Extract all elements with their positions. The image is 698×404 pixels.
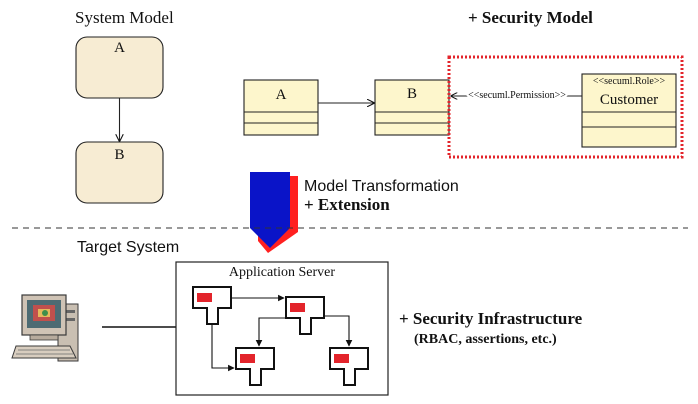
state-a-label: A (114, 40, 125, 56)
security-infrastructure-detail: (RBAC, assertions, etc.) (414, 332, 557, 347)
component-connectors (211, 294, 353, 372)
target-system-title: Target System (77, 239, 179, 256)
transformation-extension-label: + Extension (304, 195, 390, 214)
application-server-label: Application Server (229, 265, 335, 280)
security-infrastructure-label: + Security Infrastructure (399, 309, 583, 328)
class-b: B (374, 79, 450, 136)
transformation-label: Model Transformation (304, 178, 459, 195)
security-extension-boundary (447, 55, 684, 159)
role-stereotype: <<secuml.Role>> (593, 76, 666, 87)
system-model-title: System Model (75, 8, 174, 27)
state-a: A (75, 36, 164, 99)
transformation-arrow (250, 172, 298, 253)
class-b-label: B (407, 86, 417, 102)
class-a-label: A (276, 87, 287, 103)
role-name: Customer (600, 92, 658, 108)
computer-icon (11, 294, 79, 362)
state-b-label: B (114, 147, 124, 163)
component-node-3 (235, 347, 275, 386)
class-a: A (243, 79, 319, 136)
application-server-box (175, 261, 389, 396)
component-node-4 (329, 347, 369, 386)
state-b: B (75, 141, 164, 204)
component-node-1 (192, 286, 232, 325)
security-model-title: + Security Model (468, 8, 593, 27)
role-class-customer: <<secuml.Role>> Customer (581, 73, 677, 148)
permission-stereotype: <<secuml.Permission>> (468, 90, 566, 101)
